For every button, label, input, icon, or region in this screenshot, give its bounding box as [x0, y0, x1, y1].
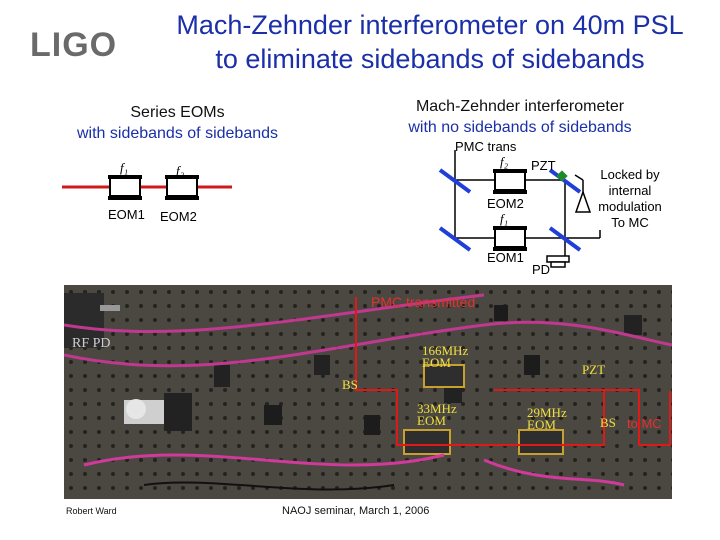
- optical-table-photo: PMC transmitted RF PD 166MHz EOM BS PZT …: [64, 285, 672, 499]
- lock-note-line-2: internal: [608, 183, 652, 198]
- servo-amplifier-icon: [574, 189, 592, 213]
- title-line-2: to eliminate sidebands of sidebands: [215, 44, 645, 74]
- lock-note-line-3: modulation: [598, 199, 662, 214]
- photo-33mhz: 33MHz: [417, 401, 457, 416]
- footer-author: Robert Ward: [66, 506, 117, 516]
- photo-33mhz-eom-text: EOM: [417, 413, 446, 428]
- photo-166mhz-eom: 166MHz EOM: [422, 343, 469, 370]
- series-eom2: [165, 175, 199, 200]
- mzi-title: Mach-Zehnder interferometer: [415, 98, 625, 115]
- ligo-logo: LIGO: [30, 26, 118, 64]
- photo-166mhz-eom-text: EOM: [422, 355, 451, 370]
- photo-rf-pd: RF PD: [72, 336, 111, 351]
- lock-note-line-1: Locked by: [600, 167, 660, 182]
- mzi-eom2: [493, 169, 527, 194]
- optics-diagram: [62, 150, 601, 268]
- photo-166mhz: 166MHz: [422, 343, 469, 358]
- photo-29mhz-eom: 29MHz EOM: [527, 405, 567, 432]
- series-eom1: [108, 175, 142, 200]
- photo-bs-1: BS: [342, 377, 358, 392]
- lock-note: Locked by internal modulation To MC: [590, 167, 670, 231]
- mirror-bottom-left: [438, 226, 472, 252]
- pd-label: PD: [532, 262, 551, 277]
- mzi-f1-label: f₁: [500, 211, 509, 226]
- photo-bs-2: BS: [600, 415, 616, 430]
- mirror-top-left: [438, 168, 472, 194]
- mirror-top-right: [548, 168, 582, 194]
- pzt-label: PZT: [531, 158, 556, 173]
- photodiode: [546, 255, 570, 268]
- page-title: Mach-Zehnder interferometer on 40m PSL t…: [150, 8, 710, 76]
- series-eoms-heading: Series EOMs with sidebands of sidebands: [40, 102, 315, 144]
- series-eoms-title: Series EOMs: [130, 104, 225, 121]
- lock-note-to-mc: To MC: [611, 215, 649, 230]
- mzi-subtitle: with no sidebands of sidebands: [408, 119, 632, 136]
- series-eoms-subtitle: with sidebands of sidebands: [76, 125, 279, 142]
- series-f1-label: f₁: [120, 160, 129, 175]
- photo-to-mc: to MC: [627, 416, 662, 431]
- mirror-bottom-right: [548, 226, 582, 252]
- series-eom1-label: EOM1: [108, 207, 145, 222]
- series-eom2-label: EOM2: [160, 209, 197, 224]
- photo-pzt: PZT: [582, 362, 606, 377]
- mzi-f2-label: f₂: [500, 154, 509, 169]
- title-line-1: Mach-Zehnder interferometer on 40m PSL: [176, 10, 684, 40]
- mzi-eom1: [493, 226, 527, 251]
- photo-29mhz-eom-text: EOM: [527, 417, 556, 432]
- footer-event: NAOJ seminar, March 1, 2006: [282, 505, 430, 517]
- photo-29mhz: 29MHz: [527, 405, 567, 420]
- photo-33mhz-eom: 33MHz EOM: [417, 401, 457, 428]
- mzi-heading: Mach-Zehnder interferometer with no side…: [380, 96, 660, 138]
- mzi-eom2-label: EOM2: [487, 196, 524, 211]
- photo-scene: [64, 285, 672, 499]
- series-f2-label: f₂: [176, 163, 185, 178]
- mzi-eom1-label: EOM1: [487, 250, 524, 265]
- pzt-element: [556, 170, 568, 182]
- photo-pmc-transmitted: PMC transmitted: [371, 294, 476, 310]
- pmc-trans-label: PMC trans: [455, 139, 517, 154]
